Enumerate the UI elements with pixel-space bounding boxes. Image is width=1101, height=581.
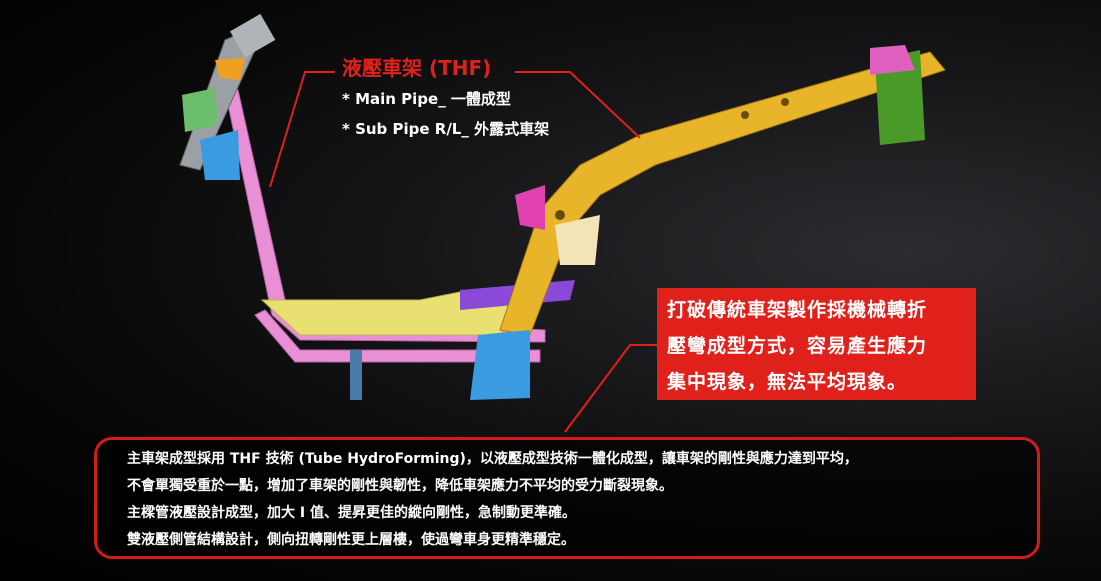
- leader-line-sub-pipe: [269, 71, 335, 188]
- info-line: 主樑管液壓設計成型，加大 I 值、提昇更佳的縱向剛性，急制動更準確。: [127, 505, 576, 521]
- frame-render: [179, 13, 946, 400]
- bolt-hole: [781, 98, 789, 106]
- callout-item-sub-pipe: * Sub Pipe R/L_ 外露式車架: [342, 120, 550, 138]
- warning-line: 集中現象，無法平均現象。: [667, 371, 908, 393]
- warning-box: 打破傳統車架製作採機械轉折 壓彎成型方式，容易產生應力 集中現象，無法平均現象。: [657, 288, 976, 400]
- bolt-hole: [555, 210, 565, 220]
- stand-mount: [350, 350, 362, 400]
- green-bracket-right: [875, 50, 925, 145]
- pink-bracket-right: [870, 45, 915, 75]
- leader-line-main-pipe: [515, 71, 641, 139]
- orange-bracket: [215, 58, 245, 80]
- blue-bracket-top: [200, 130, 240, 180]
- warning-line: 打破傳統車架製作採機械轉折: [667, 299, 928, 321]
- sub-pipe: [224, 89, 546, 343]
- bolt-hole: [741, 111, 749, 119]
- callout-item-main-pipe: * Main Pipe_ 一體成型: [342, 90, 511, 108]
- info-line: 雙液壓側管結構設計，側向扭轉剛性更上層樓，使過彎車身更精準穩定。: [127, 532, 575, 548]
- blue-bracket-bottom: [470, 330, 530, 400]
- callout-title: 液壓車架 (THF): [342, 56, 492, 80]
- magenta-bracket: [515, 185, 545, 230]
- leader-line-warning: [564, 344, 657, 433]
- info-line: 不會單獨受重於一點，增加了車架的剛性與韌性，降低車架應力不平均的受力斷裂現象。: [127, 478, 673, 494]
- warning-line: 壓彎成型方式，容易產生應力: [667, 335, 928, 357]
- head-cap: [230, 13, 276, 58]
- cream-bracket: [555, 215, 600, 265]
- info-line: 主車架成型採用 THF 技術 (Tube HydroForming)，以液壓成型…: [127, 451, 858, 467]
- green-bracket-left: [182, 88, 218, 132]
- info-box: 主車架成型採用 THF 技術 (Tube HydroForming)，以液壓成型…: [94, 437, 1040, 559]
